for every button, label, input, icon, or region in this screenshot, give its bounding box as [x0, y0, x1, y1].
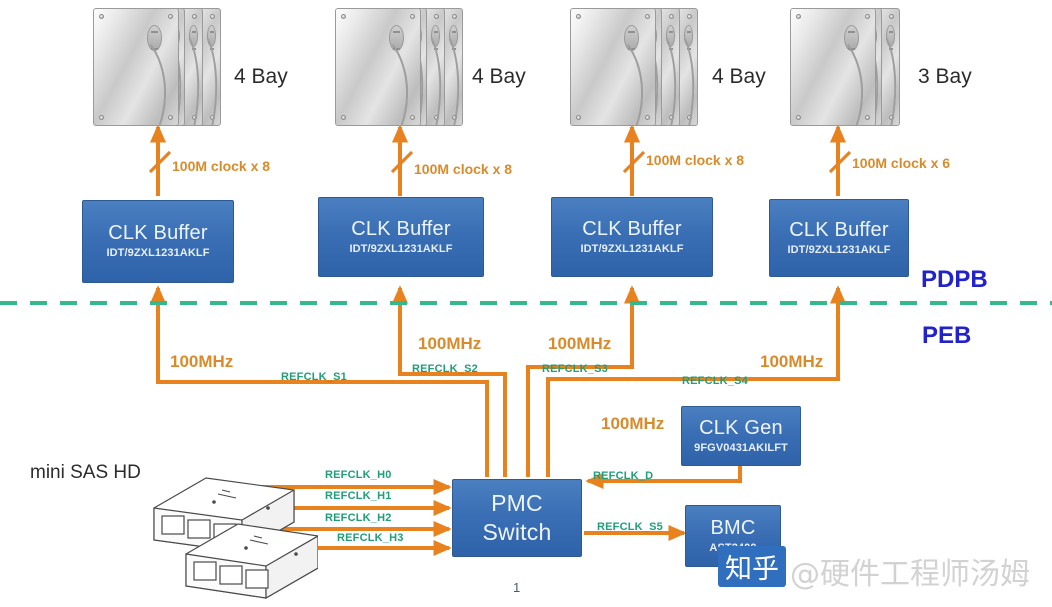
- refclk-label-s4: REFCLK_S4: [682, 375, 748, 387]
- clk-buffer-title: CLK Buffer: [108, 222, 208, 245]
- fanout-label-2: 100M clock x 8: [414, 161, 513, 177]
- refclk-label-s5: REFCLK_S5: [597, 521, 663, 533]
- clk-buffer-2[interactable]: CLK Buffer IDT/9ZXL1231AKLF: [318, 197, 484, 277]
- clk-buffer-title: CLK Buffer: [789, 218, 889, 241]
- pmc-switch[interactable]: PMC Switch: [452, 479, 582, 557]
- bay-label-2: 4 Bay: [472, 65, 526, 88]
- refclk-label-h0: REFCLK_H0: [325, 469, 392, 481]
- ssd-drive: [335, 8, 421, 126]
- clk-buffer-3[interactable]: CLK Buffer IDT/9ZXL1231AKLF: [551, 197, 713, 277]
- clk-gen[interactable]: CLK Gen 9FGV0431AKILFT: [681, 406, 801, 466]
- uplink-freq-3: 100MHz: [548, 334, 612, 353]
- zone-label-peb: PEB: [922, 322, 972, 349]
- refclk-label-h3: REFCLK_H3: [337, 532, 404, 544]
- clk-gen-part: 9FGV0431AKILFT: [694, 441, 788, 454]
- zone-label-pdpb: PDPB: [921, 266, 988, 293]
- uplink-freq-1: 100MHz: [170, 352, 234, 371]
- fanout-label-3: 100M clock x 8: [646, 152, 745, 168]
- clk-buffer-part: IDT/9ZXL1231AKLF: [580, 242, 684, 255]
- refclk-label-s1: REFCLK_S1: [281, 371, 347, 383]
- refclk-label-h1: REFCLK_H1: [325, 490, 392, 502]
- clk-buffer-part: IDT/9ZXL1231AKLF: [349, 242, 453, 255]
- watermark-text: @硬件工程师汤姆: [790, 557, 1030, 592]
- ssd-drive: [93, 8, 179, 126]
- refclk-label-d: REFCLK_D: [593, 470, 654, 482]
- refclk-label-s2: REFCLK_S2: [412, 363, 478, 375]
- ssd-drive: [790, 8, 876, 126]
- watermark-badge: 知乎: [718, 546, 786, 587]
- bay-label-1: 4 Bay: [234, 65, 288, 88]
- bay-label-3: 4 Bay: [712, 65, 766, 88]
- bmc-title: BMC: [710, 516, 756, 539]
- refclk-label-h2: REFCLK_H2: [325, 512, 392, 524]
- clk-gen-title: CLK Gen: [699, 416, 783, 439]
- bay-group-3: [570, 8, 710, 126]
- mini-sas-hd-connector: [153, 477, 318, 600]
- clk-buffer-title: CLK Buffer: [582, 217, 682, 240]
- clk-buffer-title: CLK Buffer: [351, 217, 451, 240]
- fanout-label-4: 100M clock x 6: [852, 155, 951, 171]
- clk-buffer-part: IDT/9ZXL1231AKLF: [787, 243, 891, 256]
- bay-label-4: 3 Bay: [918, 65, 972, 88]
- clk-buffer-4[interactable]: CLK Buffer IDT/9ZXL1231AKLF: [769, 199, 909, 277]
- clk-buffer-part: IDT/9ZXL1231AKLF: [106, 247, 210, 260]
- clkgen-freq: 100MHz: [601, 414, 665, 433]
- mini-sas-hd-label: mini SAS HD: [30, 462, 141, 483]
- fanout-label-1: 100M clock x 8: [172, 158, 271, 174]
- pmc-switch-footnote: 1: [513, 580, 521, 595]
- ssd-drive: [570, 8, 656, 126]
- pmc-switch-line1: PMC: [491, 490, 543, 517]
- refclk-label-s3: REFCLK_S3: [542, 363, 608, 375]
- uplink-freq-2: 100MHz: [418, 334, 482, 353]
- uplink-freq-4: 100MHz: [760, 352, 824, 371]
- pmc-switch-line2: Switch: [482, 519, 552, 545]
- clk-buffer-1[interactable]: CLK Buffer IDT/9ZXL1231AKLF: [82, 200, 234, 283]
- bay-group-4: [790, 8, 912, 126]
- bay-group-1: [93, 8, 233, 126]
- bay-group-2: [335, 8, 475, 126]
